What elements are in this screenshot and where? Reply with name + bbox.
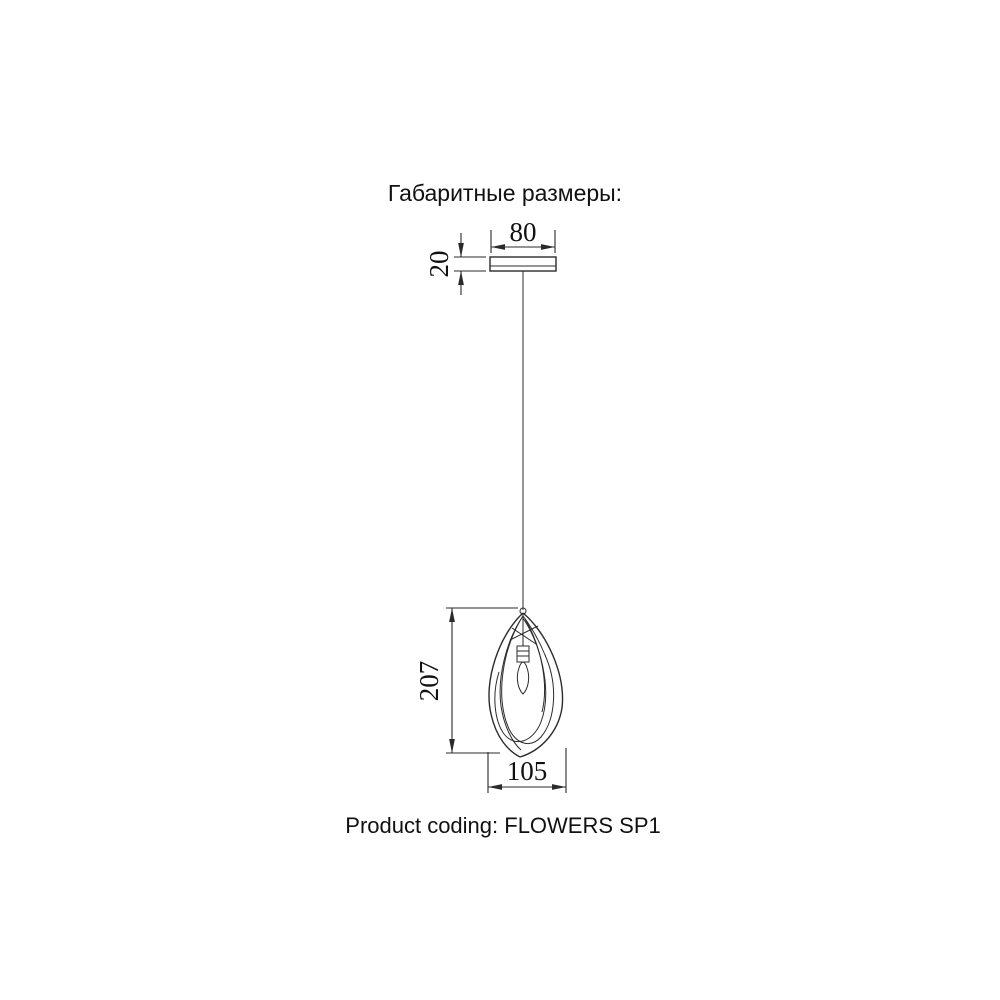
dim-shade-height-label: 207: [414, 661, 444, 702]
lampshade: [488, 607, 564, 758]
dim-shade-width-label: 105: [507, 756, 548, 786]
petal-outline-left: [488, 612, 524, 758]
dim-shade-width: 105: [487, 748, 567, 793]
dim-canopy-height: 20: [424, 233, 486, 295]
lamp-socket: [516, 645, 530, 663]
petal-cross-2: [511, 627, 537, 645]
bulb: [516, 661, 530, 695]
petal-inner-4: [524, 618, 545, 713]
diagram-title: Габаритные размеры:: [388, 180, 622, 206]
product-coding-text: Product coding: FLOWERS SP1: [345, 813, 660, 838]
canopy-shape: [489, 256, 557, 272]
dim-canopy-height-label: 20: [424, 251, 454, 278]
petal-cross-1: [509, 625, 539, 641]
dim-shade-height: 207: [414, 607, 518, 754]
petal-inner-1: [501, 615, 555, 745]
petal-outline-right: [519, 612, 564, 758]
dim-canopy-width: 80: [490, 217, 556, 253]
dim-canopy-width-label: 80: [510, 217, 537, 247]
